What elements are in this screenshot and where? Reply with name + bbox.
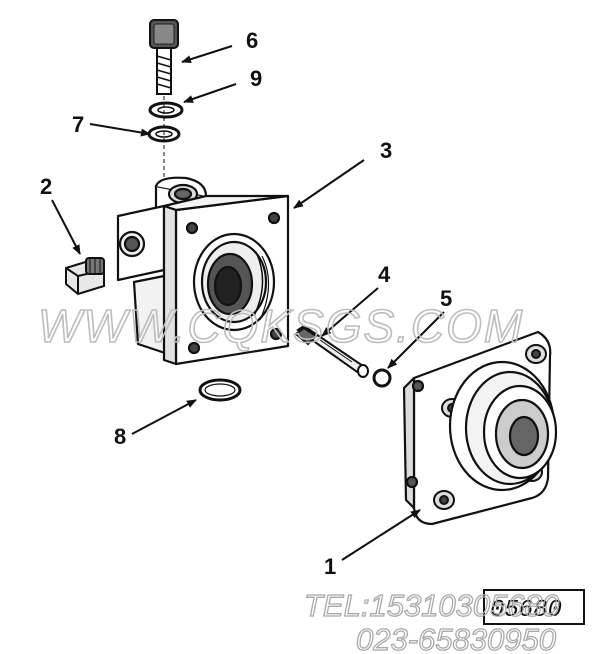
callout-9: 9 [250,66,262,91]
part-9-lock-washer [148,101,184,119]
reference-number: 05680 [490,597,562,624]
leader-9 [183,83,237,103]
callout-6: 6 [246,28,258,53]
callout-8: 8 [114,424,126,449]
part-8-o-ring [198,378,242,402]
part-3-housing [116,176,290,366]
contact-phone: 023-65830950 [356,622,556,654]
leader-arrows [51,45,445,561]
callout-1: 1 [324,554,336,579]
leader-5 [387,311,445,369]
leader-3 [293,159,365,209]
callout-2: 2 [40,174,52,199]
callout-3: 3 [380,138,392,163]
part-6-cap-screw [149,19,179,95]
leader-1 [341,509,421,561]
part-2-plug [65,257,105,296]
leader-7 [89,123,151,137]
callout-4: 4 [378,262,391,287]
leader-6 [181,45,233,64]
leader-8 [131,399,197,435]
watermark-text: WWW.CQKSGS.COM [38,300,524,352]
callout-7: 7 [72,112,84,137]
leader-4 [321,287,379,337]
part-1-flange-cover [402,330,558,526]
part-4-shaft [294,324,369,378]
leader-2 [51,199,81,255]
part-5-retaining-ring [372,368,392,388]
reference-number-box: 05680 [483,589,585,625]
callout-5: 5 [440,286,452,311]
contact-tel: TEL:15310305680 [304,588,559,623]
callout-labels: 6 9 7 3 2 4 5 8 1 [40,28,452,579]
